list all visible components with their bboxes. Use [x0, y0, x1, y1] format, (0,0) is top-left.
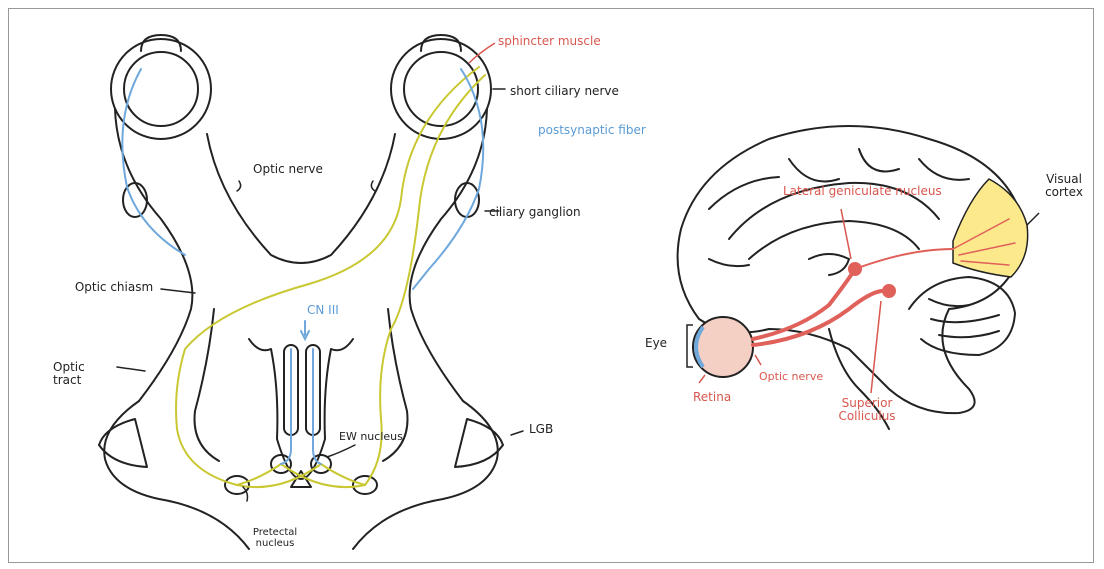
cerebellum-folia [929, 299, 999, 337]
lgn-arrow [841, 209, 851, 259]
label-short-ciliary-nerve: short ciliary nerve [510, 85, 619, 98]
yellow-crossing-fiber [176, 67, 479, 485]
label-optic-nerve-right: Optic nerve [759, 371, 823, 383]
label-eye: Eye [645, 337, 667, 350]
label-lateral-geniculate-nucleus: Lateral geniculate nucleus [783, 185, 942, 198]
lgn-dot [848, 262, 862, 276]
left-eyeball-inner [124, 52, 198, 126]
right-cornea [421, 35, 461, 51]
diagram-frame: sphincter muscle short ciliary nerve pos… [8, 8, 1094, 563]
left-cn3-fiber [281, 349, 291, 464]
label-sphincter-muscle: sphincter muscle [498, 35, 601, 48]
label-postsynaptic-fiber: postsynaptic fiber [538, 124, 646, 137]
right-eye-ball [693, 317, 753, 377]
label-optic-chiasm: Optic chiasm [73, 281, 155, 294]
optic-radiation [855, 249, 953, 269]
ew-arrow [327, 445, 355, 457]
thalamus-shape [809, 254, 849, 275]
sc-dot [882, 284, 896, 298]
lgb-arrow [511, 431, 523, 435]
left-cornea [141, 35, 181, 51]
right-eyeball [391, 39, 491, 139]
label-lgb: LGB [529, 423, 553, 436]
optic-nerve-arrow-left [237, 181, 241, 191]
left-outer-edge [115, 109, 192, 401]
inner-upper-curve [207, 134, 395, 263]
label-pretectal-nucleus: Pretectal nucleus [243, 527, 307, 549]
right-eye [687, 317, 753, 377]
right-lower-body [353, 401, 498, 549]
label-retina: Retina [693, 391, 731, 404]
label-ciliary-ganglion: ciliary ganglion [489, 206, 581, 219]
left-eyeball [111, 39, 211, 139]
left-anatomy-outline [99, 35, 503, 549]
label-superior-colliculus: Superior Colliculus [829, 397, 905, 423]
label-visual-cortex: Visual cortex [1039, 173, 1089, 199]
label-optic-nerve: Optic nerve [253, 163, 323, 176]
visual-cortex-arrow [1027, 213, 1039, 225]
label-cn3: CN III [307, 304, 339, 317]
visual-cortex-area [953, 179, 1028, 277]
yellow-pretectal-links [237, 464, 365, 487]
right-eyeball-inner [404, 52, 478, 126]
inner-left-tract [195, 309, 220, 461]
optic-nerve-arrow-right [371, 181, 375, 191]
brainstem-outline [249, 339, 353, 479]
retina-arrow [699, 375, 705, 383]
label-ew-nucleus: EW nucleus [339, 431, 403, 443]
right-outer-edge [410, 109, 487, 401]
optic-tract-arrow [117, 367, 145, 371]
label-optic-tract: Optic tract [53, 361, 109, 387]
optic-chiasm-arrow [161, 289, 195, 293]
afferent-pathway-yellow [176, 67, 485, 487]
optic-nerve-right-arrow [755, 355, 761, 365]
left-blue-fiber [122, 69, 185, 255]
